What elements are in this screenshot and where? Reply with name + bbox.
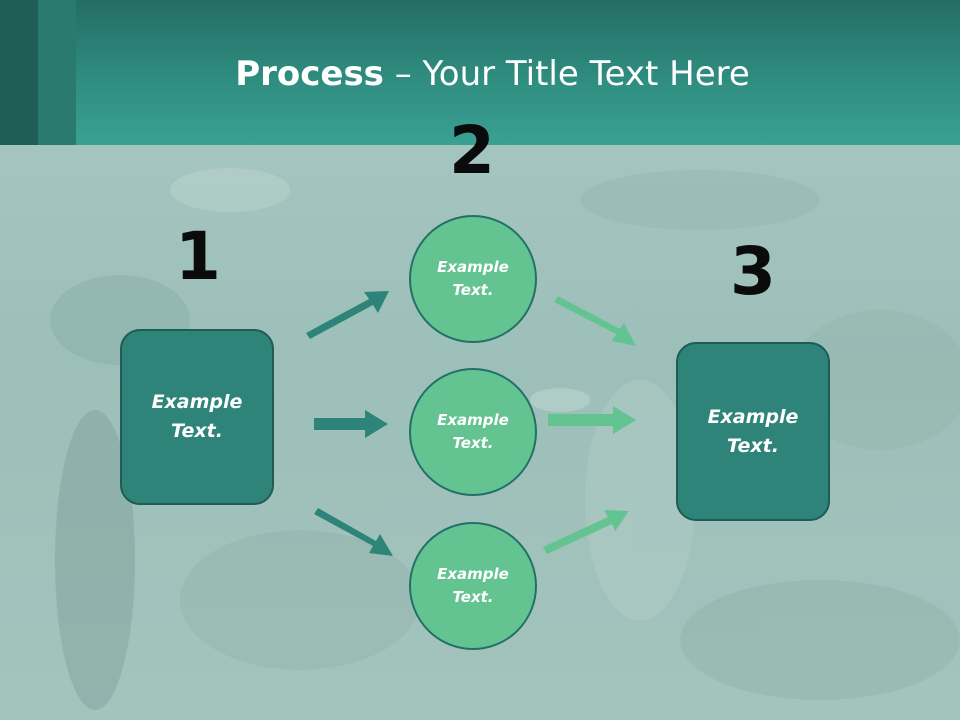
circle-bottom-text: Example Text. [437, 565, 509, 606]
header-accent-strip [0, 0, 38, 145]
arrow-middle-to-3 [548, 406, 636, 434]
step-number-1: 1 [175, 218, 221, 295]
arrow-1-to-middle [314, 410, 388, 438]
circle-middle-text: Example Text. [437, 411, 509, 452]
step-number-2: 2 [449, 112, 495, 189]
header-accent-strip [38, 0, 76, 145]
title-rest: – Your Title Text Here [383, 54, 750, 94]
step-1-box: Example Text. [120, 329, 274, 505]
title-bar [0, 0, 960, 145]
step-2-circle-top: Example Text. [409, 215, 537, 343]
arrow-bottom-to-3 [543, 510, 629, 554]
step-2-circle-middle: Example Text. [409, 368, 537, 496]
step-3-box: Example Text. [676, 342, 830, 521]
arrow-1-to-top [306, 291, 389, 339]
arrow-top-to-3 [554, 296, 636, 346]
step-1-text: Example Text. [151, 391, 243, 442]
step-number-3: 3 [730, 233, 776, 310]
step-3-text: Example Text. [707, 405, 799, 457]
circle-top-text: Example Text. [437, 258, 509, 299]
step-2-circle-bottom: Example Text. [409, 522, 537, 650]
slide-title: Process – Your Title Text Here [0, 52, 960, 96]
arrow-1-to-bottom [314, 508, 393, 556]
title-bold: Process [235, 54, 384, 94]
